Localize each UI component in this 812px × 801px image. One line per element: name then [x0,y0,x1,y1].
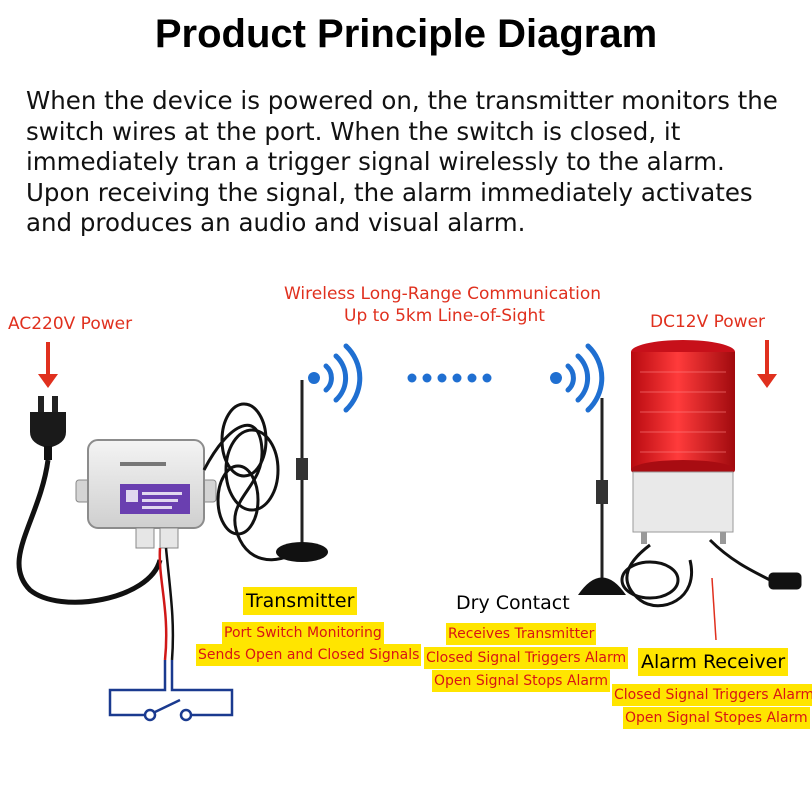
receiver-cables [620,538,802,608]
dc-power-arrow [757,340,777,388]
power-cable [16,459,163,605]
transmitter-antenna [276,380,328,562]
signal-dots [407,373,492,383]
dry-contact-title: Dry Contact [456,592,570,614]
ac-power-label: AC220V Power [8,314,133,334]
receiver-title: Alarm Receiver [638,648,789,676]
transmitter-line1: Port Switch Monitoring [222,622,384,644]
power-plug-icon [30,396,66,460]
transmitter-line2: Sends Open and Closed Signals [196,644,422,666]
transmitter-title: Transmitter [243,587,358,615]
dry-contact-line3: Open Signal Stops Alarm [432,670,611,692]
switch-symbol [108,660,234,722]
dry-contact-line1: Receives Transmitter [446,623,597,645]
page-title: Product Principle Diagram [154,12,658,56]
receiver-line1: Closed Signal Triggers Alarm [612,684,812,706]
receiver-line2: Open Signal Stopes Alarm [623,707,810,729]
receiver-pointer-line [711,577,717,641]
signal-wave-left-icon [308,343,363,413]
wireless-label-line1: Wireless Long-Range Communication [284,284,602,304]
switch-wires [158,547,175,661]
description-text: When the device is powered on, the trans… [26,86,778,237]
ac-power-arrow [38,342,58,388]
transmitter-box [75,439,217,549]
signal-wave-right-icon [550,343,605,413]
transmitter-coiled-cable [202,402,302,562]
receiver-antenna [578,398,626,595]
wireless-label-line2: Up to 5km Line-of-Sight [344,306,545,326]
dc-power-label: DC12V Power [650,312,766,332]
alarm-beacon [631,340,735,544]
dry-contact-line2: Closed Signal Triggers Alarm [424,647,629,669]
